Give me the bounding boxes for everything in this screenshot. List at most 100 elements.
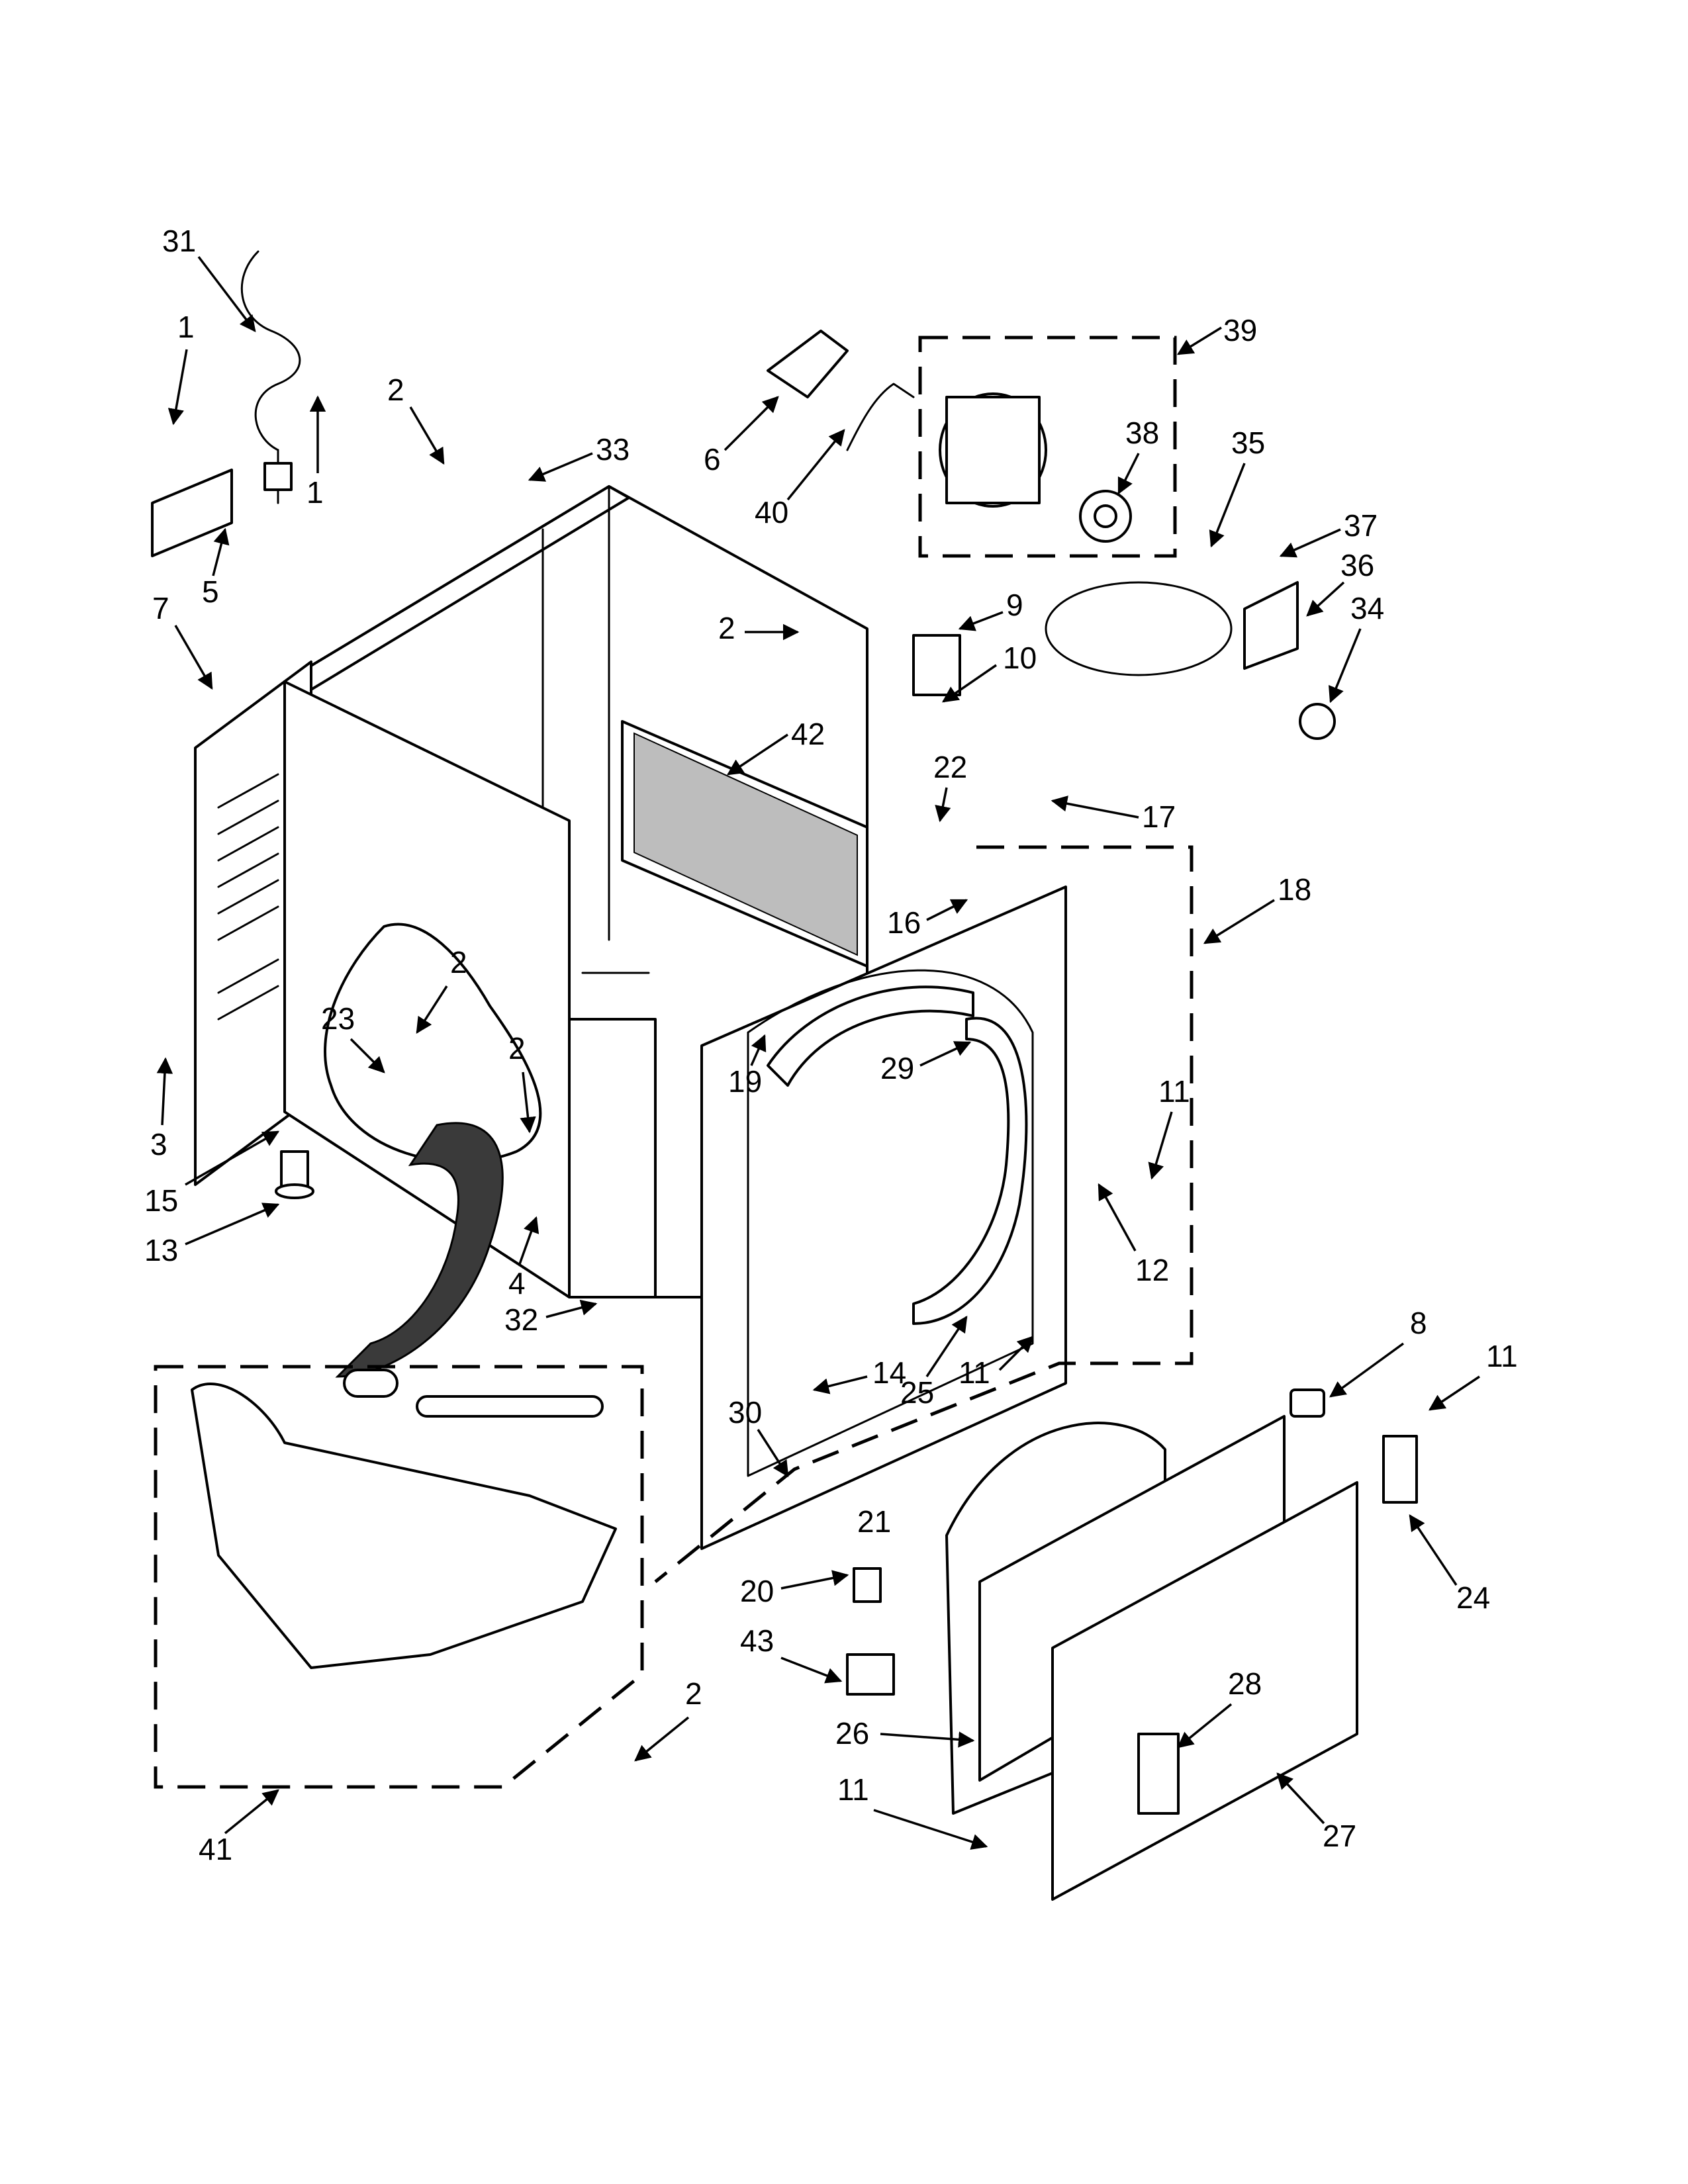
callout-41: 41 <box>199 1789 279 1866</box>
callout-35: 35 <box>1209 426 1265 548</box>
callout-11b: 11 <box>959 1336 1034 1390</box>
callout-label-41: 41 <box>199 1832 232 1866</box>
callout-21: 21 <box>857 1504 891 1539</box>
callout-1a: 1 <box>167 310 195 426</box>
callout-label-8: 8 <box>1410 1306 1427 1340</box>
callout-label-6: 6 <box>704 442 721 477</box>
callout-label-2b: 2 <box>718 611 735 645</box>
callout-27: 27 <box>1276 1772 1356 1853</box>
callout-5: 5 <box>202 527 230 609</box>
callout-6: 6 <box>704 396 779 477</box>
callout-30: 30 <box>728 1395 789 1478</box>
callout-28: 28 <box>1177 1666 1262 1749</box>
callout-12: 12 <box>1098 1183 1169 1287</box>
callout-label-11a: 11 <box>1158 1074 1190 1109</box>
callout-label-37: 37 <box>1344 508 1378 543</box>
callout-label-2d: 2 <box>508 1031 526 1066</box>
callout-36: 36 <box>1306 548 1374 617</box>
callout-label-29: 29 <box>880 1051 914 1085</box>
callout-label-17: 17 <box>1142 799 1176 834</box>
door-outer-panel <box>1051 1481 1358 1901</box>
callout-label-3: 3 <box>150 1127 167 1161</box>
callout-2a: 2 <box>387 373 445 465</box>
power-cord <box>240 250 301 504</box>
callout-label-10: 10 <box>1003 641 1037 675</box>
door-handle <box>1137 1733 1180 1815</box>
callout-42: 42 <box>726 717 825 776</box>
callout-label-40: 40 <box>755 495 788 529</box>
callout-4: 4 <box>508 1216 539 1300</box>
callout-label-11b: 11 <box>959 1355 990 1390</box>
catch <box>846 1653 895 1696</box>
callout-label-11c: 11 <box>1486 1339 1518 1373</box>
callout-16: 16 <box>887 899 968 940</box>
callout-1b: 1 <box>306 395 326 510</box>
callout-label-26: 26 <box>835 1716 869 1751</box>
callout-32: 32 <box>504 1299 598 1337</box>
callout-label-21: 21 <box>857 1504 891 1539</box>
callout-label-22: 22 <box>933 750 967 784</box>
motor-clamp <box>767 330 849 398</box>
callout-38: 38 <box>1117 416 1159 495</box>
callout-label-15: 15 <box>144 1183 178 1218</box>
callouts: 31 1 1 5 7 2 33 6 40 39 38 35 37 36 34 9… <box>144 224 1518 1866</box>
cover-plate <box>1289 1388 1325 1418</box>
callout-label-7: 7 <box>152 591 169 625</box>
callout-8: 8 <box>1329 1306 1427 1398</box>
leveling-leg <box>275 1150 314 1199</box>
idler-pulley <box>1299 703 1336 740</box>
vent-slots <box>217 773 279 1021</box>
callout-label-12: 12 <box>1135 1253 1169 1287</box>
callout-11d: 11 <box>837 1772 988 1850</box>
lint-screen <box>621 720 868 968</box>
drive-belt <box>1045 581 1233 676</box>
callout-label-34: 34 <box>1350 591 1384 625</box>
callout-label-25: 25 <box>900 1375 934 1410</box>
callout-37: 37 <box>1279 508 1378 558</box>
callout-39: 39 <box>1176 313 1257 355</box>
callout-40: 40 <box>755 429 845 529</box>
callout-23: 23 <box>321 1001 385 1073</box>
strike <box>853 1567 882 1603</box>
duct-cutout <box>324 923 542 1163</box>
callout-label-30: 30 <box>728 1395 762 1430</box>
top-bracket <box>767 985 974 1087</box>
callout-26: 26 <box>835 1716 975 1751</box>
door-seal <box>912 1017 1028 1325</box>
callout-label-9: 9 <box>1006 588 1023 622</box>
burner-assembly <box>154 1365 644 1789</box>
callout-label-42: 42 <box>791 717 825 751</box>
callout-31: 31 <box>162 224 256 332</box>
callout-label-33: 33 <box>596 432 630 467</box>
terminal-bracket <box>151 469 233 557</box>
door-switch <box>912 634 961 696</box>
callout-43: 43 <box>740 1623 843 1684</box>
callout-2e: 2 <box>634 1676 702 1762</box>
callout-label-43: 43 <box>740 1623 774 1658</box>
idler-bracket <box>1243 581 1299 670</box>
callout-24: 24 <box>1409 1514 1490 1615</box>
callout-label-19: 19 <box>728 1064 762 1099</box>
callout-label-35: 35 <box>1231 426 1265 460</box>
callout-11a: 11 <box>1148 1074 1190 1180</box>
callout-10: 10 <box>941 641 1037 703</box>
drive-motor <box>918 336 1177 558</box>
callout-15: 15 <box>144 1130 280 1218</box>
callout-label-28: 28 <box>1228 1666 1262 1701</box>
callout-label-32: 32 <box>504 1302 538 1337</box>
callout-label-1a: 1 <box>177 310 195 344</box>
callout-label-18: 18 <box>1278 872 1311 907</box>
callout-20: 20 <box>740 1570 849 1608</box>
callout-14: 14 <box>812 1355 906 1394</box>
callout-label-4: 4 <box>508 1266 526 1300</box>
front-panel-outline <box>654 845 1194 1583</box>
callout-label-27: 27 <box>1323 1819 1356 1853</box>
hinge <box>1382 1435 1418 1504</box>
callout-label-20: 20 <box>740 1574 774 1608</box>
callout-9: 9 <box>958 588 1023 631</box>
callout-label-31: 31 <box>162 224 196 258</box>
door-assembly <box>945 1415 1358 1901</box>
callout-label-23: 23 <box>321 1001 355 1036</box>
callout-34: 34 <box>1329 591 1384 704</box>
callout-3: 3 <box>150 1057 173 1161</box>
